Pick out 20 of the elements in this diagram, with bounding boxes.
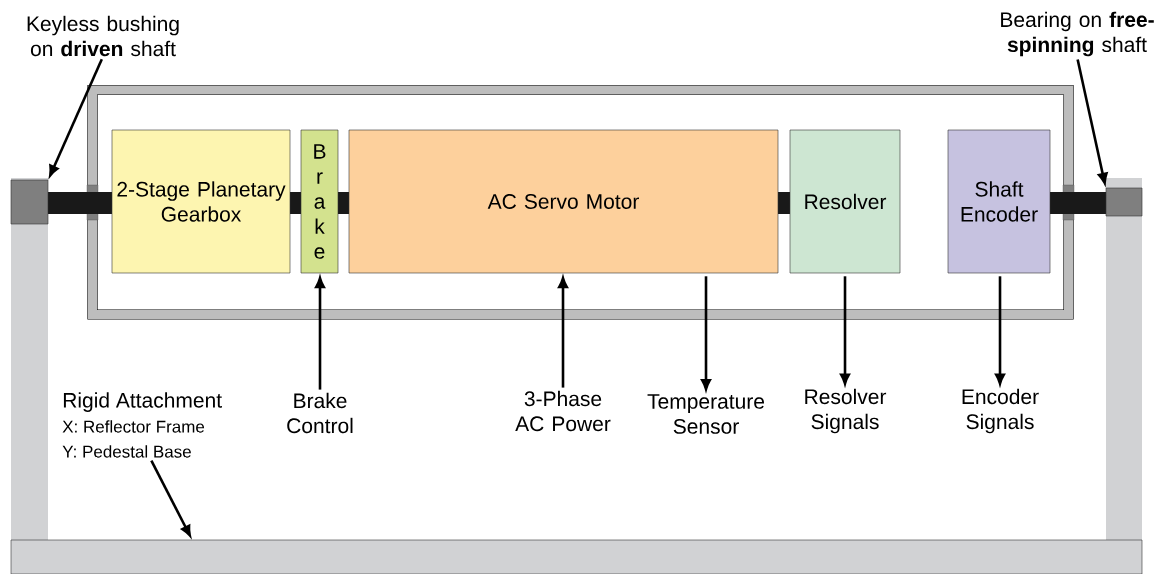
- brake-block: B r a k e: [300, 129, 339, 274]
- signal-label: Resolver Signals: [805, 388, 887, 434]
- resolver-block: Resolver: [789, 129, 901, 274]
- signal-label: 3-Phase AC Power: [515, 390, 611, 432]
- signal-label: Temperature Sensor: [647, 394, 764, 434]
- arrow: [701, 276, 711, 391]
- signal-label: Brake Control: [287, 392, 353, 434]
- motor-block: AC Servo Motor: [348, 129, 779, 274]
- signal-label: Encoder Signals: [962, 388, 1039, 434]
- bearing: [1105, 187, 1143, 217]
- arrow: [150, 459, 191, 537]
- bushing: [10, 179, 49, 225]
- gearbox-block: 2-Stage Planetary Gearbox: [111, 129, 291, 274]
- arrow: [49, 58, 103, 177]
- motor-housing: [87, 84, 1074, 320]
- encoder-block: Shaft Encoder: [947, 129, 1051, 274]
- callout-text: Keyless bushing on driven shaft: [27, 15, 179, 57]
- callout-text: Bearing on free-spinning shaft: [1001, 11, 1154, 57]
- attachment-note: Rigid Attachment X: Reflector Frame Y: Pedestal Base: [62, 392, 222, 458]
- arrow: [1076, 59, 1108, 185]
